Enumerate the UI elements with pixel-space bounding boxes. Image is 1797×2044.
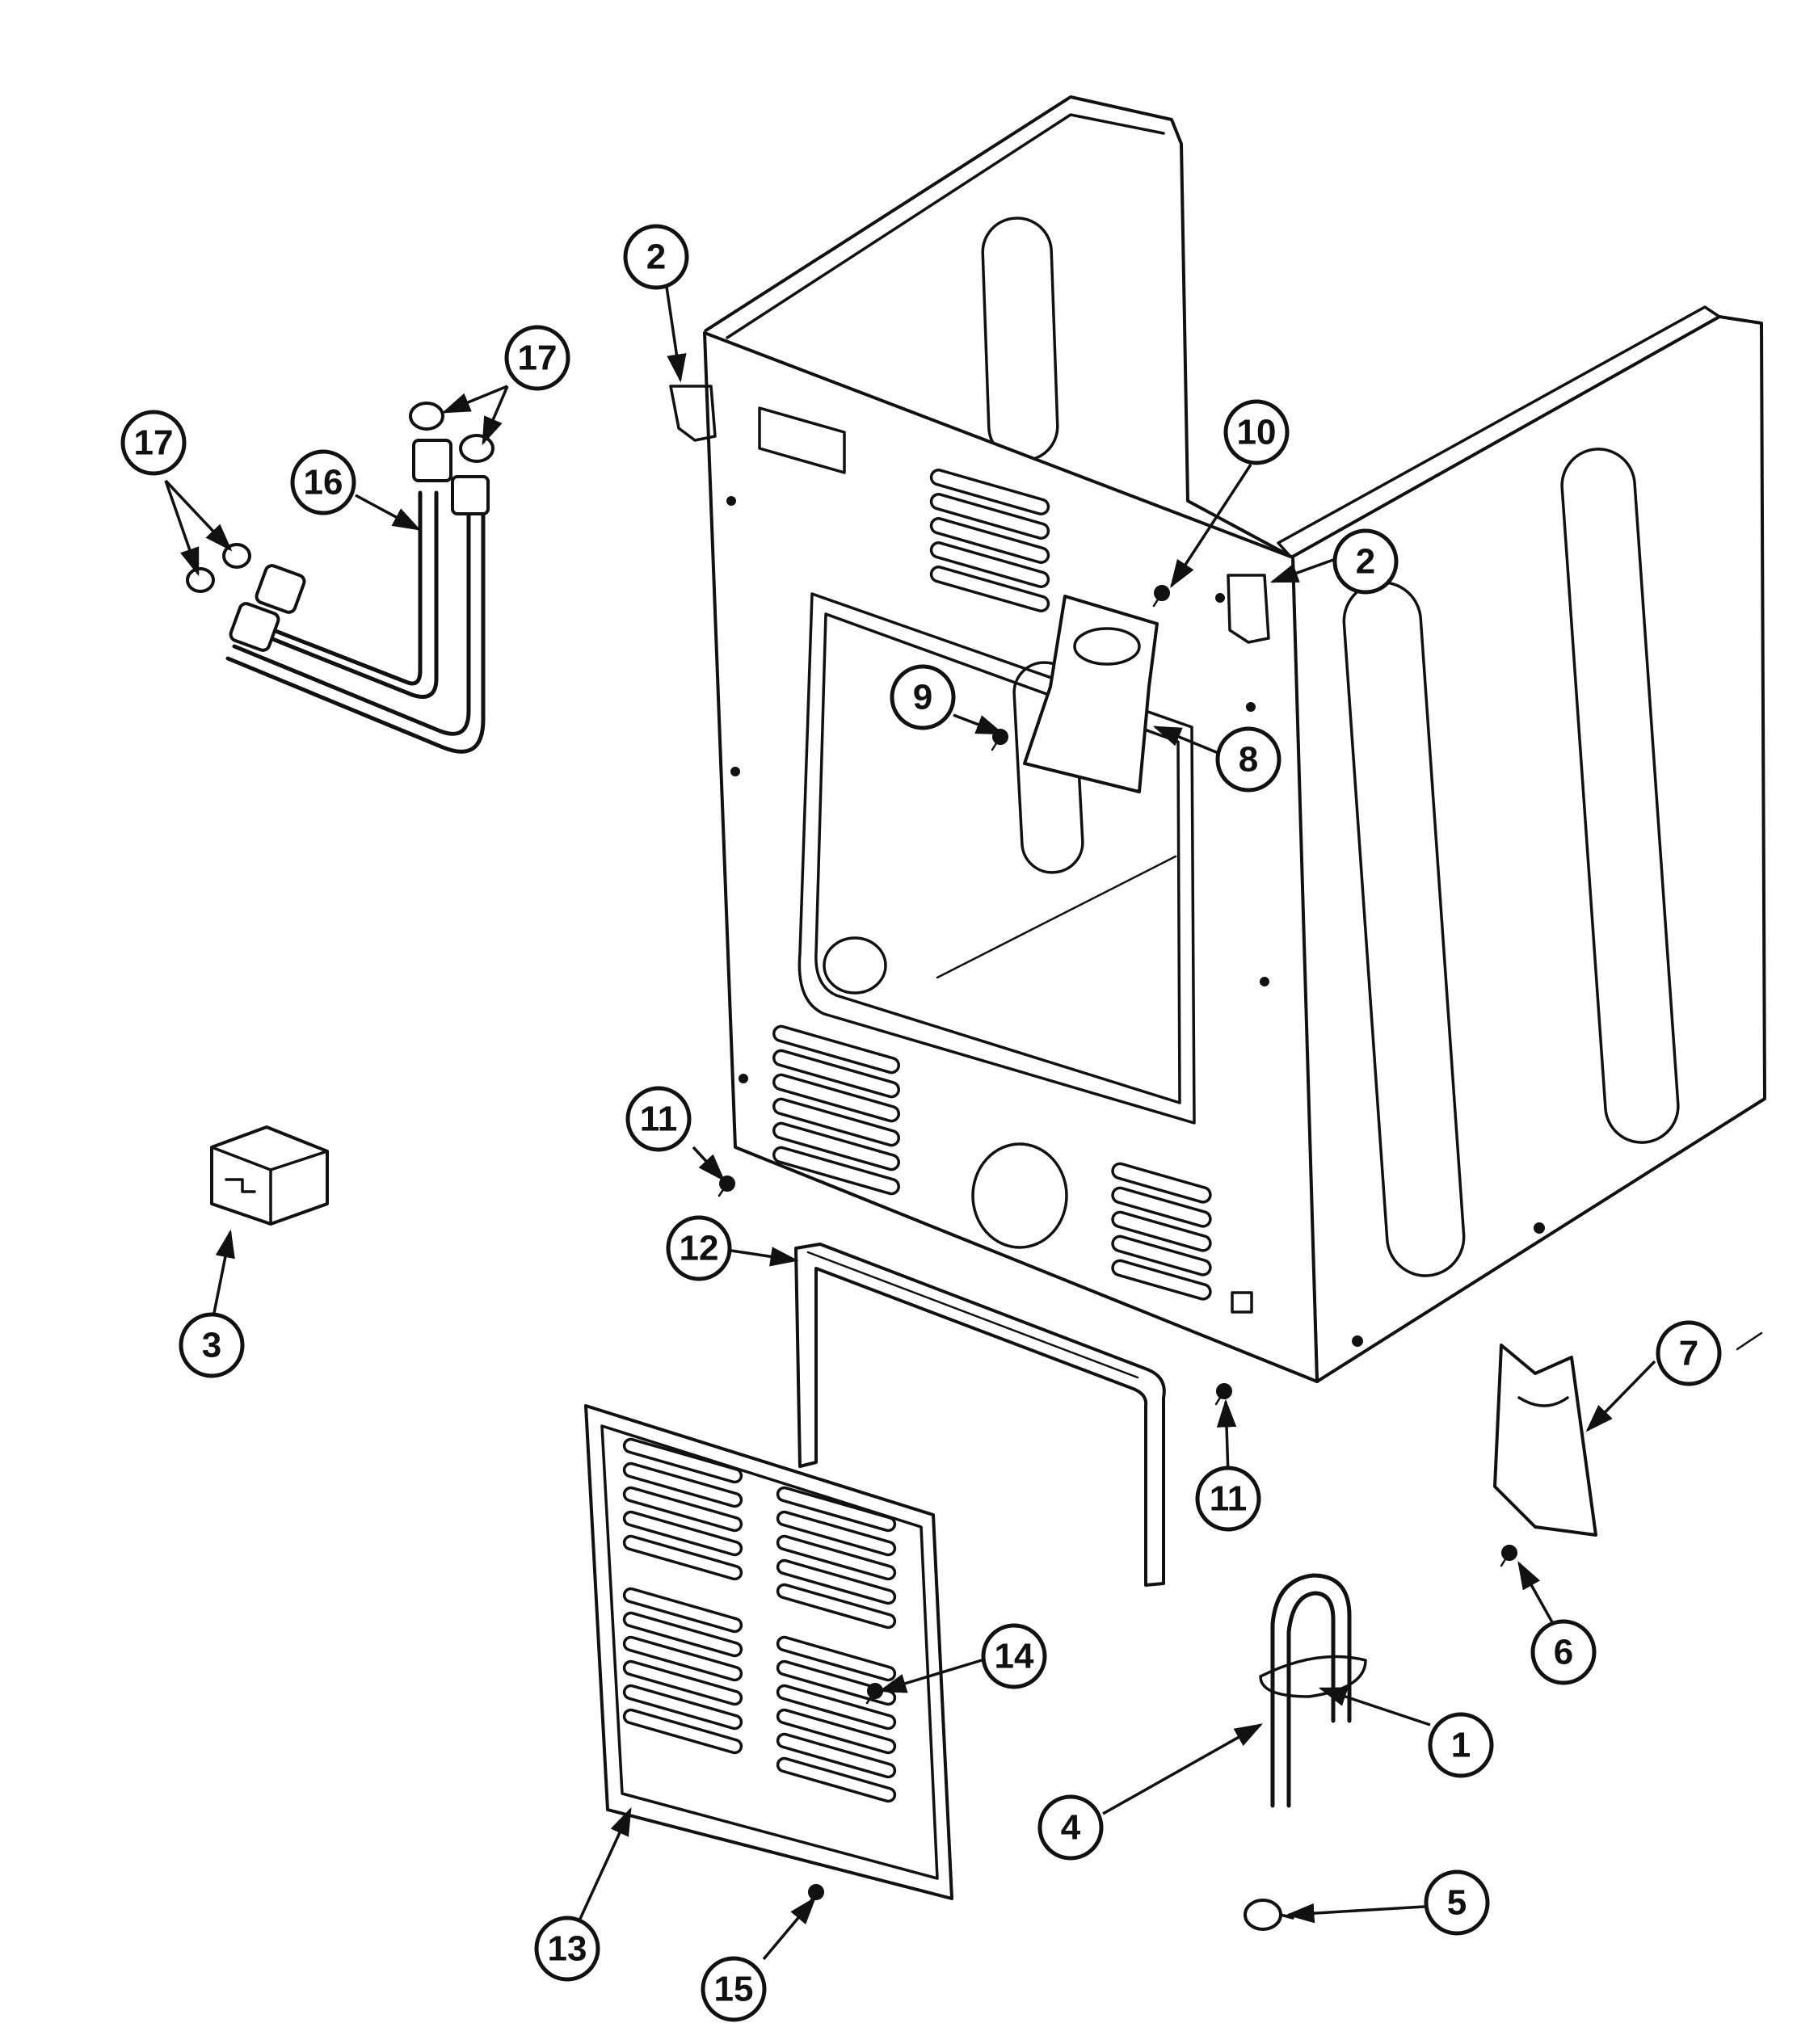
svg-text:17: 17 [518, 339, 558, 378]
junction-box [210, 1125, 329, 1226]
base-frame [794, 1243, 1166, 1587]
callout-17-left: 17 [120, 410, 187, 476]
svg-text:14: 14 [995, 1637, 1034, 1676]
callout-8: 8 [1215, 726, 1281, 793]
svg-text:11: 11 [1210, 1479, 1248, 1519]
vent-bracket [1023, 595, 1159, 793]
callout-1: 1 [1428, 1712, 1494, 1778]
svg-text:3: 3 [202, 1326, 221, 1365]
svg-text:9: 9 [913, 678, 932, 717]
svg-text:6: 6 [1554, 1633, 1573, 1672]
callout-10: 10 [1223, 399, 1290, 465]
svg-text:7: 7 [1679, 1334, 1698, 1373]
svg-text:5: 5 [1447, 1883, 1467, 1923]
screw-6 [1500, 1545, 1517, 1567]
callout-12: 12 [666, 1215, 732, 1281]
svg-text:4: 4 [1061, 1808, 1081, 1848]
svg-text:13: 13 [548, 1929, 587, 1969]
callout-11-right: 11 [1195, 1466, 1261, 1532]
svg-text:2: 2 [1356, 542, 1375, 582]
drain-shield [1493, 1344, 1597, 1537]
callout-3: 3 [179, 1312, 245, 1378]
lower-louvers-left [772, 1024, 900, 1196]
callout-4: 4 [1037, 1794, 1104, 1861]
svg-text:2: 2 [646, 238, 666, 277]
lower-louvers-right [1111, 1162, 1212, 1301]
callout-13: 13 [534, 1916, 600, 1982]
svg-text:16: 16 [304, 463, 343, 503]
callout-7: 7 [1656, 1320, 1722, 1386]
callout-11-left: 11 [625, 1086, 692, 1152]
hose-clamp [1244, 1899, 1294, 1931]
callout-2-right: 2 [1332, 528, 1399, 595]
callout-5: 5 [1424, 1869, 1490, 1936]
screw-10 [1152, 585, 1170, 608]
svg-text:17: 17 [134, 423, 174, 463]
callout-16: 16 [290, 449, 356, 515]
svg-text:8: 8 [1239, 740, 1258, 780]
callout-14: 14 [981, 1623, 1047, 1689]
cabinet [669, 95, 1766, 1383]
callout-15: 15 [701, 1956, 767, 2022]
access-panel [584, 1404, 953, 1900]
svg-text:10: 10 [1237, 413, 1277, 452]
callout-6: 6 [1530, 1619, 1597, 1685]
svg-text:11: 11 [640, 1100, 678, 1139]
svg-text:12: 12 [680, 1229, 719, 1268]
upper-louvers [929, 469, 1050, 612]
screw-11b [1214, 1383, 1232, 1406]
callout-9: 9 [890, 664, 956, 730]
callout-2-left: 2 [623, 224, 689, 290]
svg-text:1: 1 [1451, 1726, 1471, 1765]
inlet-hoses [225, 439, 490, 754]
svg-text:15: 15 [714, 1970, 754, 2009]
drain-hose [1259, 1573, 1367, 1808]
callout-17-right: 17 [504, 325, 570, 391]
leader-lines [164, 286, 1763, 1961]
